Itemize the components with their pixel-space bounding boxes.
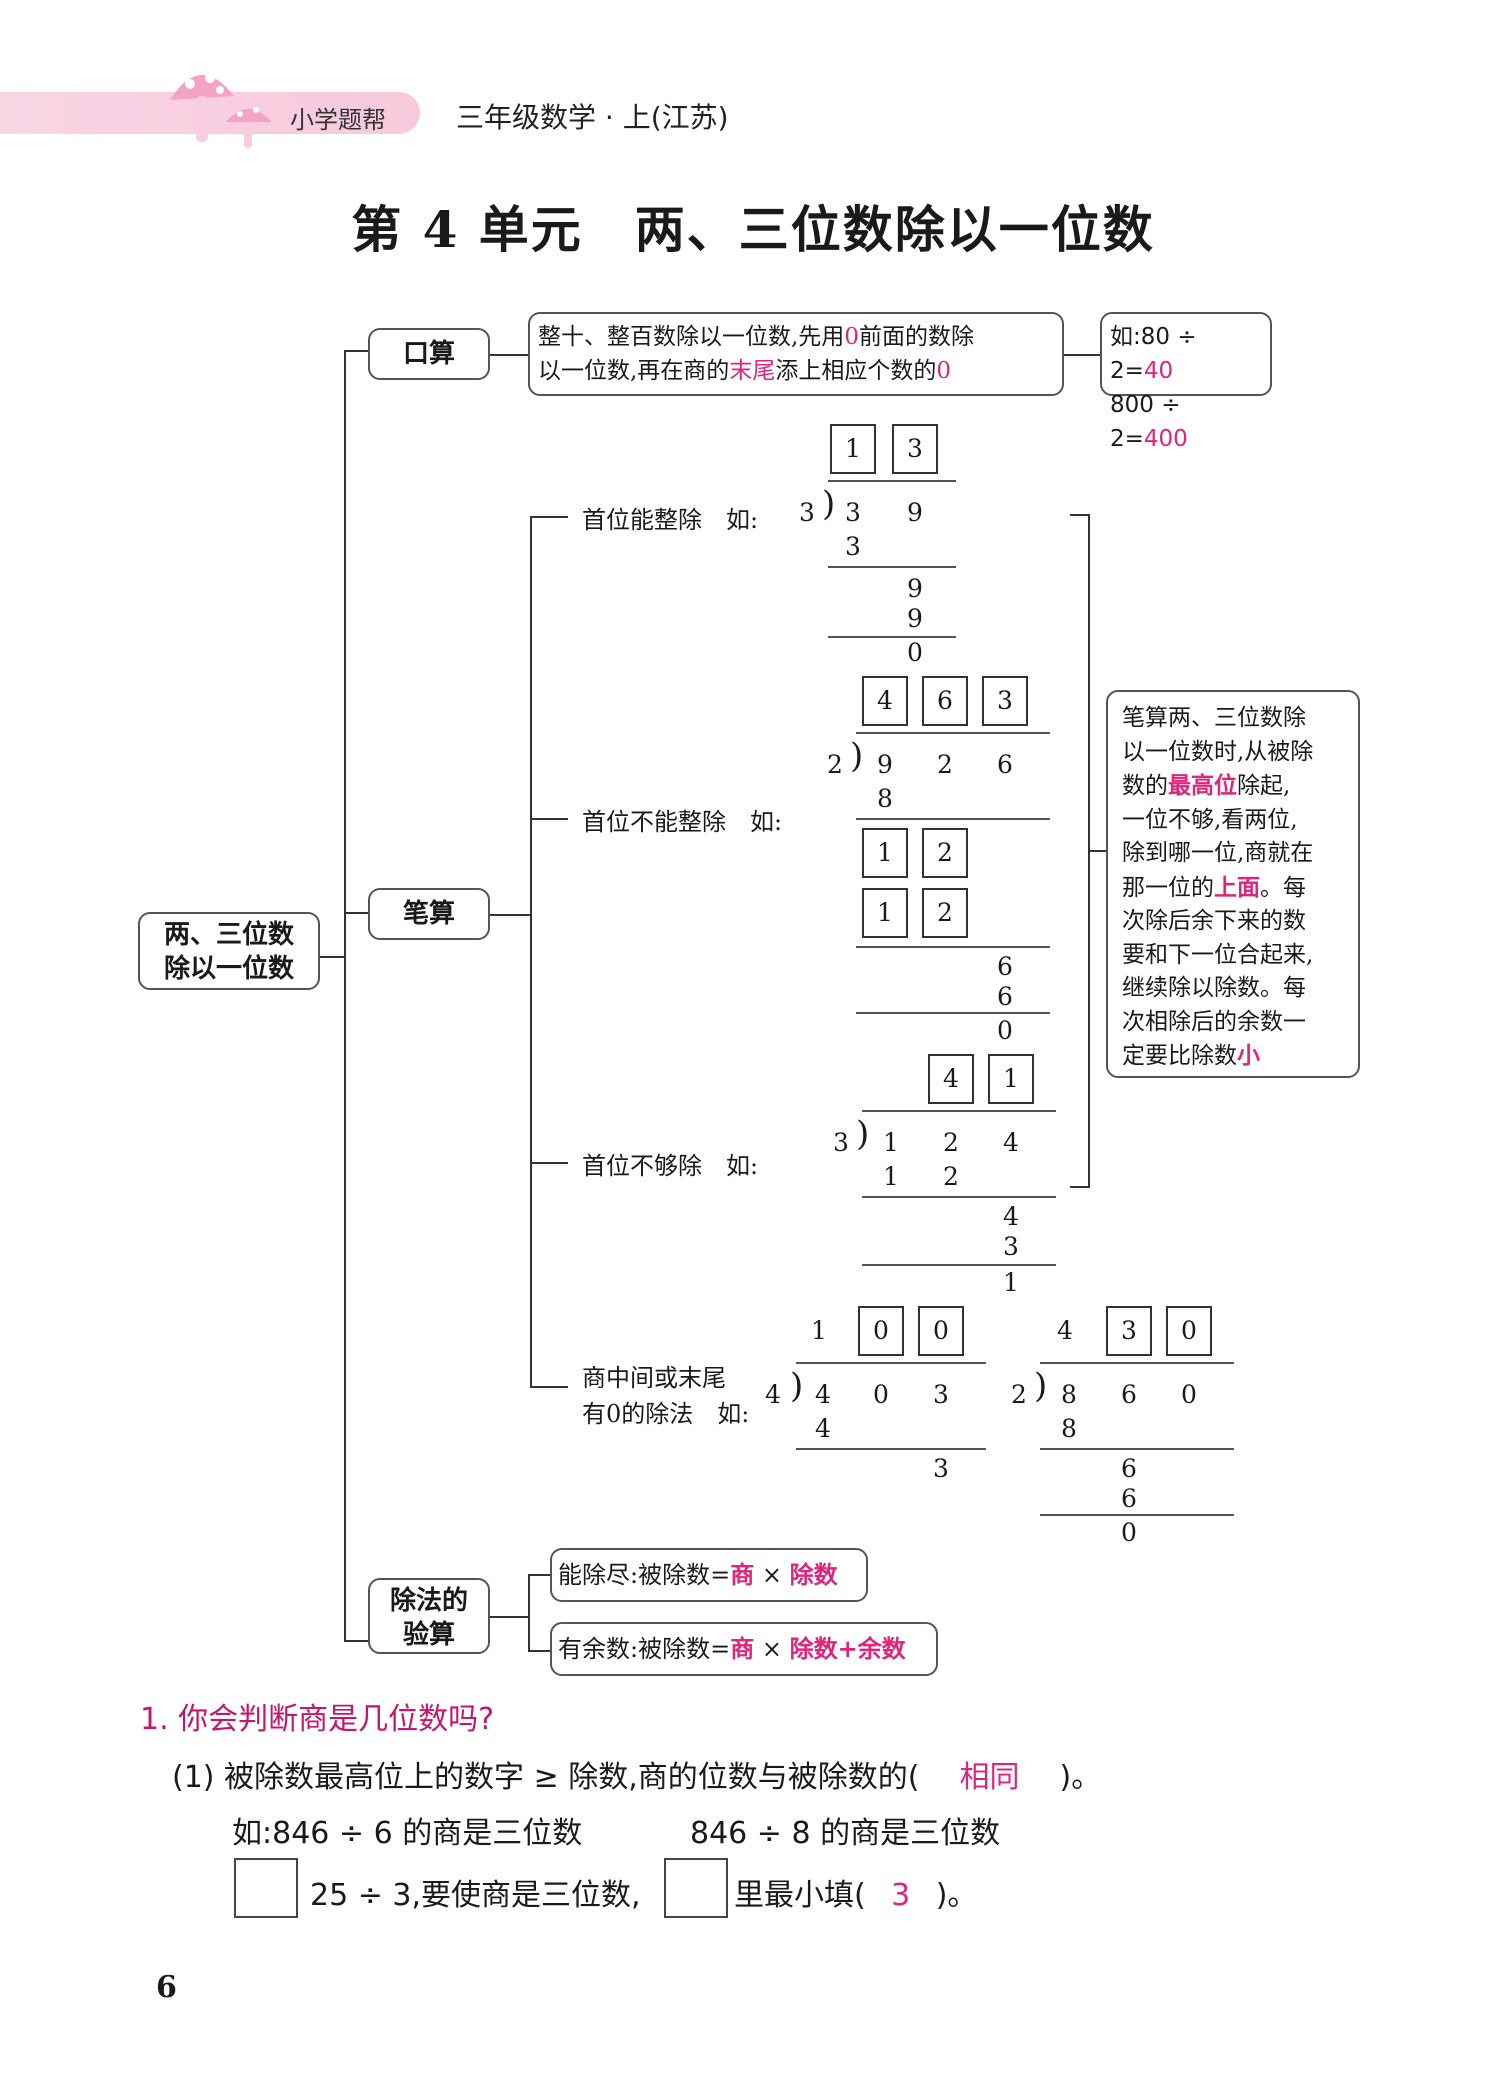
partial-product: 6 (997, 982, 1013, 1011)
book-title: 三年级数学 · 上(江苏) (456, 101, 729, 134)
partial-product: 8 (1061, 1414, 1077, 1443)
dividend-digit: 9 (877, 750, 893, 779)
quotient-digit: 4 (928, 1054, 974, 1104)
case-zero-in-quotient-1: 商中间或末尾 (582, 1364, 726, 1392)
written-branch (530, 516, 532, 1386)
dividend-digit: 3 (845, 498, 861, 527)
blank-box (234, 1858, 298, 1918)
case-first-digit-not-divisible: 首位不能整除 如: (582, 808, 783, 836)
partial-dividend: 9 (907, 574, 923, 603)
case-first-digit-divisible: 首位能整除 如: (582, 506, 759, 534)
answer-same: 相同 (959, 1760, 1020, 1795)
quotient-digit: 4 (1057, 1316, 1073, 1345)
divisor: 2 (827, 750, 843, 779)
dividend-digit: 8 (1061, 1380, 1077, 1409)
example-846-by-8: 846 ÷ 8 的商是三位数 (690, 1816, 1001, 1851)
divisor: 3 (799, 498, 815, 527)
fill-in-answer: 里最小填(3)。 (734, 1878, 978, 1913)
quotient-digit: 4 (862, 676, 908, 726)
unit-title: 第 4 单元 两、三位数除以一位数 (351, 200, 1155, 259)
written-summary-box: 笔算两、三位数除 以一位数时,从被除 数的最高位除起, 一位不够,看两位, 除到… (1106, 690, 1360, 1078)
partial-dividend: 6 (1121, 1454, 1137, 1483)
answer-three: 3 (891, 1878, 911, 1913)
partial-dividend-digit: 1 (862, 828, 908, 878)
divisor: 4 (765, 1380, 781, 1409)
quotient-digit: 0 (858, 1306, 904, 1356)
partial-product: 9 (907, 604, 923, 633)
dividend-digit: 0 (1181, 1380, 1197, 1409)
dividend-digit: 2 (943, 1128, 959, 1157)
remainder: 0 (907, 638, 923, 667)
partial-product: 3 (845, 532, 861, 561)
dividend-digit: 9 (907, 498, 923, 527)
oral-rule-box: 整十、整百数除以一位数,先用0前面的数除 以一位数,再在商的末尾添上相应个数的0 (528, 312, 1064, 396)
partial-dividend: 6 (997, 952, 1013, 981)
root-connector (318, 956, 344, 958)
dividend-digit: 4 (815, 1380, 831, 1409)
partial-dividend: 4 (1003, 1202, 1019, 1231)
main-trunk (344, 350, 346, 1640)
dividend-digit: 6 (1121, 1380, 1137, 1409)
fill-in-text: 25 ÷ 3,要使商是三位数, (310, 1878, 641, 1913)
partial-product: 6 (1121, 1484, 1137, 1513)
oral-calc-node: 口算 (368, 328, 490, 380)
quotient-digit: 0 (918, 1306, 964, 1356)
header-band (0, 92, 420, 134)
case-zero-in-quotient-2: 有0的除法 如: (582, 1400, 750, 1428)
partial-product: 3 (1003, 1232, 1019, 1261)
remainder: 1 (1003, 1268, 1019, 1297)
question-item-1: (1) 被除数最高位上的数字 ≥ 除数,商的位数与被除数的(相同)。 (172, 1752, 1101, 1796)
quotient-digit: 3 (892, 424, 938, 474)
partial-product-digit: 2 (922, 888, 968, 938)
quotient-digit: 1 (830, 424, 876, 474)
mushroom-icon (170, 73, 272, 148)
division-check-node: 除法的验算 (368, 1578, 490, 1654)
page-number: 6 (156, 1970, 177, 2005)
partial-product-digit: 1 (862, 888, 908, 938)
quotient-digit: 0 (1166, 1306, 1212, 1356)
written-calc-node: 笔算 (368, 888, 490, 940)
dividend-digit: 0 (873, 1380, 889, 1409)
case-first-digit-too-small: 首位不够除 如: (582, 1152, 759, 1180)
dividend-digit: 1 (883, 1128, 899, 1157)
quotient-digit: 6 (922, 676, 968, 726)
question-title: 1. 你会判断商是几位数吗? (140, 1702, 495, 1737)
check-remainder-box: 有余数:被除数=商 × 除数+余数 (550, 1622, 938, 1676)
quotient-digit: 3 (982, 676, 1028, 726)
partial-product-digit: 2 (943, 1162, 959, 1191)
example-846-by-6: 如:846 ÷ 6 的商是三位数 (232, 1816, 583, 1851)
oral-example-box: 如:80 ÷ 2=40 800 ÷ 2=400 (1100, 312, 1272, 452)
partial-product-digit: 1 (883, 1162, 899, 1191)
root-node: 两、三位数除以一位数 (138, 912, 320, 990)
quotient-digit: 3 (1106, 1306, 1152, 1356)
quotient-digit: 1 (811, 1316, 827, 1345)
remainder: 3 (933, 1454, 949, 1483)
partial-dividend-digit: 2 (922, 828, 968, 878)
divisor: 2 (1011, 1380, 1027, 1409)
dividend-digit: 2 (937, 750, 953, 779)
dividend-digit: 3 (933, 1380, 949, 1409)
series-label: 小学题帮 (290, 106, 386, 134)
blank-box (664, 1858, 728, 1918)
partial-product: 4 (815, 1414, 831, 1443)
remainder: 0 (1121, 1518, 1137, 1547)
check-exact-box: 能除尽:被除数=商 × 除数 (550, 1548, 868, 1602)
quotient-digit: 1 (988, 1054, 1034, 1104)
remainder: 0 (997, 1016, 1013, 1045)
divisor: 3 (833, 1128, 849, 1157)
partial-product: 8 (877, 784, 893, 813)
dividend-digit: 6 (997, 750, 1013, 779)
dividend-digit: 4 (1003, 1128, 1019, 1157)
